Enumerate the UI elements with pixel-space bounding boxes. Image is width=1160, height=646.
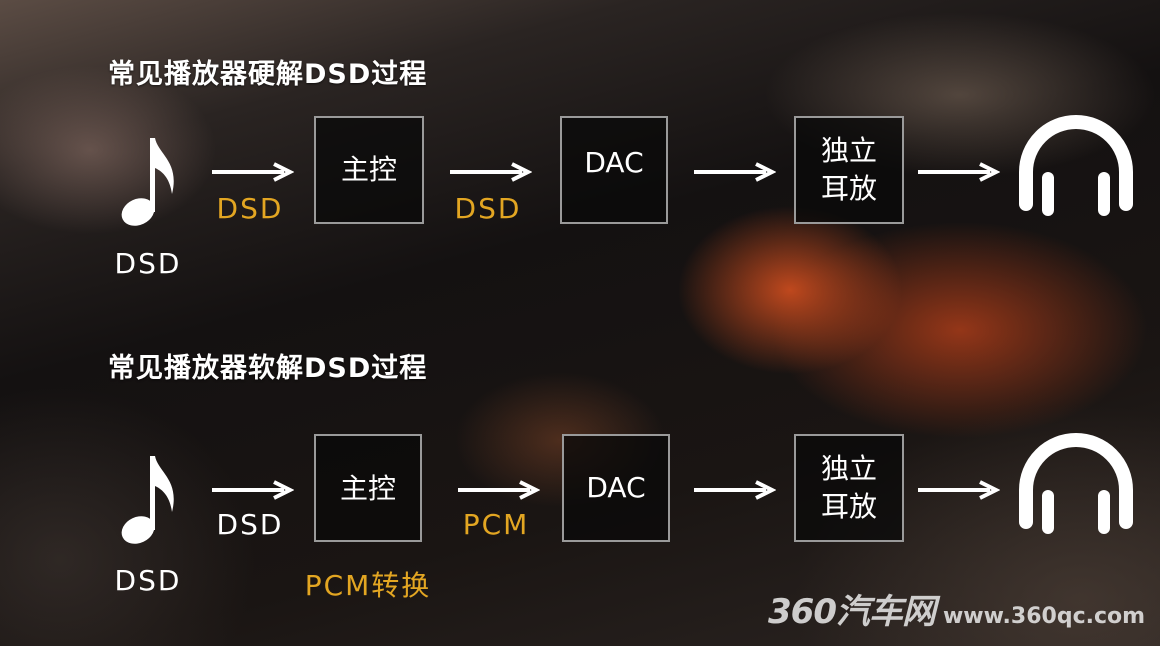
arrow-label-pcm: PCM xyxy=(462,508,530,541)
music-note-icon xyxy=(121,456,174,544)
watermark-brand: 360汽车网 xyxy=(768,592,936,632)
box-headphone-amp: 独立 耳放 xyxy=(794,434,904,542)
box-amp-line2: 耳放 xyxy=(820,172,877,205)
arrow-right-icon xyxy=(918,162,1000,182)
section-title-hardware: 常见播放器硬解DSD过程 xyxy=(108,59,428,90)
box-dac-label: DAC xyxy=(584,146,644,179)
box-main-controller-label: 主控 xyxy=(340,153,397,186)
box-dac: DAC xyxy=(560,116,668,224)
watermark-url: www.360qc.com xyxy=(942,604,1146,629)
box-dac: DAC xyxy=(562,434,670,542)
headphones-icon xyxy=(1019,115,1133,216)
arrow-right-icon xyxy=(694,480,776,500)
source-label: DSD xyxy=(114,247,182,280)
box-headphone-amp: 独立 耳放 xyxy=(794,116,904,224)
section-title-software: 常见播放器软解DSD过程 xyxy=(108,353,428,384)
arrow-label-dsd: DSD xyxy=(216,508,284,541)
watermark: 360汽车网 www.360qc.com xyxy=(768,584,1145,633)
arrow-right-icon xyxy=(694,162,776,182)
music-note-icon xyxy=(121,138,174,226)
arrow-right-icon xyxy=(450,162,532,182)
box-main-controller-label: 主控 xyxy=(339,472,396,505)
arrow-right-icon xyxy=(918,480,1000,500)
box-main-controller: 主控 xyxy=(314,116,424,224)
box-amp-line2: 耳放 xyxy=(820,490,877,523)
box-amp-line1: 独立 xyxy=(820,134,877,167)
box-main-controller: 主控 xyxy=(314,434,422,542)
box-dac-label: DAC xyxy=(586,471,646,504)
headphones-icon xyxy=(1019,433,1133,534)
pcm-conversion-label: PCM转换 xyxy=(304,569,432,602)
source-label: DSD xyxy=(114,564,182,597)
arrow-label-dsd: DSD xyxy=(454,192,522,225)
box-amp-line1: 独立 xyxy=(820,452,877,485)
arrow-right-icon xyxy=(458,480,540,500)
arrow-right-icon xyxy=(212,162,294,182)
arrow-label-dsd: DSD xyxy=(216,192,284,225)
arrow-right-icon xyxy=(212,480,294,500)
